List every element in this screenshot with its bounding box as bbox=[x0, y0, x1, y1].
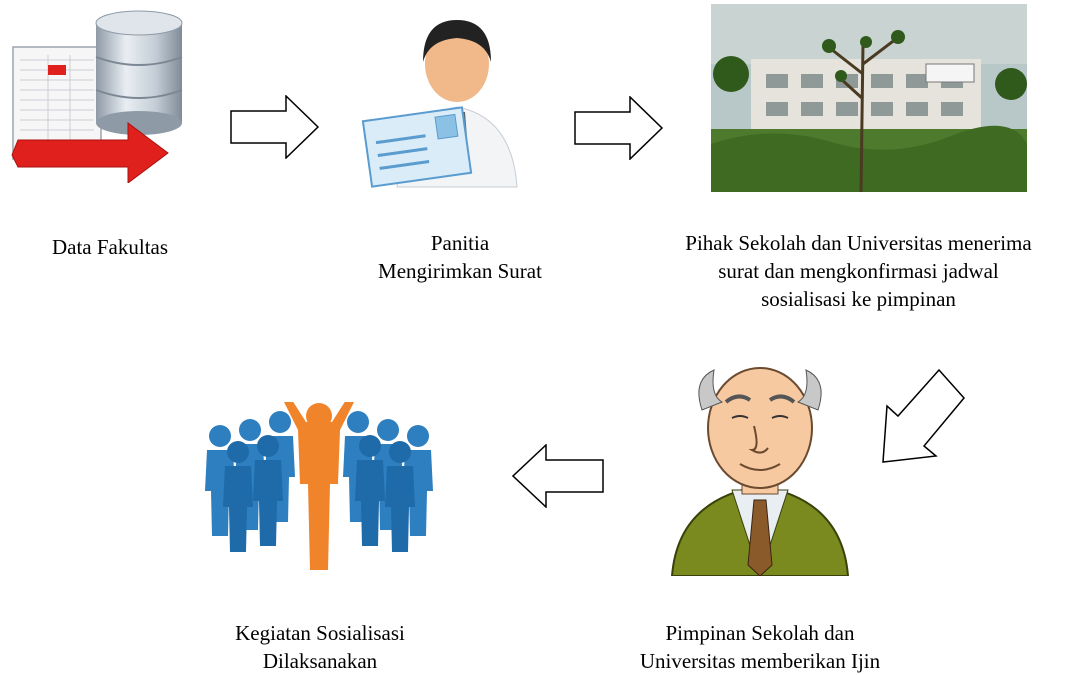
right-arrow-icon bbox=[230, 95, 320, 159]
right-arrow-icon bbox=[574, 96, 664, 160]
caption-panitia: Panitia Mengirimkan Surat bbox=[320, 229, 600, 285]
left-arrow-icon bbox=[512, 444, 604, 508]
campus-building-photo bbox=[711, 4, 1027, 192]
caption-line: sosialisasi ke pimpinan bbox=[761, 287, 956, 311]
caption-line: Kegiatan Sosialisasi bbox=[235, 621, 405, 645]
caption-line: Data Fakultas bbox=[51, 235, 169, 259]
caption-line: Universitas memberikan Ijin bbox=[639, 649, 881, 673]
down-left-arrow-icon bbox=[882, 368, 965, 463]
people-group-icon bbox=[205, 402, 433, 570]
caption-line: Pihak Sekolah dan Universitas menerima bbox=[685, 231, 1032, 255]
caption-pihak-sekolah: Pihak Sekolah dan Universitas menerima s… bbox=[630, 229, 1087, 313]
caption-line: Pimpinan Sekolah dan bbox=[665, 621, 855, 645]
caption-line: Mengirimkan Surat bbox=[378, 259, 542, 283]
caption-line: Dilaksanakan bbox=[262, 649, 378, 673]
database-document-icon bbox=[11, 10, 183, 183]
caption-line: Panitia bbox=[430, 231, 490, 255]
person-with-envelope-icon bbox=[361, 20, 518, 188]
caption-pimpinan: Pimpinan Sekolah dan Universitas memberi… bbox=[600, 619, 920, 675]
caption-line: surat dan mengkonfirmasi jadwal bbox=[718, 259, 999, 283]
caption-kegiatan: Kegiatan Sosialisasi Dilaksanakan bbox=[180, 619, 460, 675]
caption-data-fakultas: Data Fakultas bbox=[20, 233, 200, 261]
elderly-leader-icon bbox=[670, 367, 850, 576]
